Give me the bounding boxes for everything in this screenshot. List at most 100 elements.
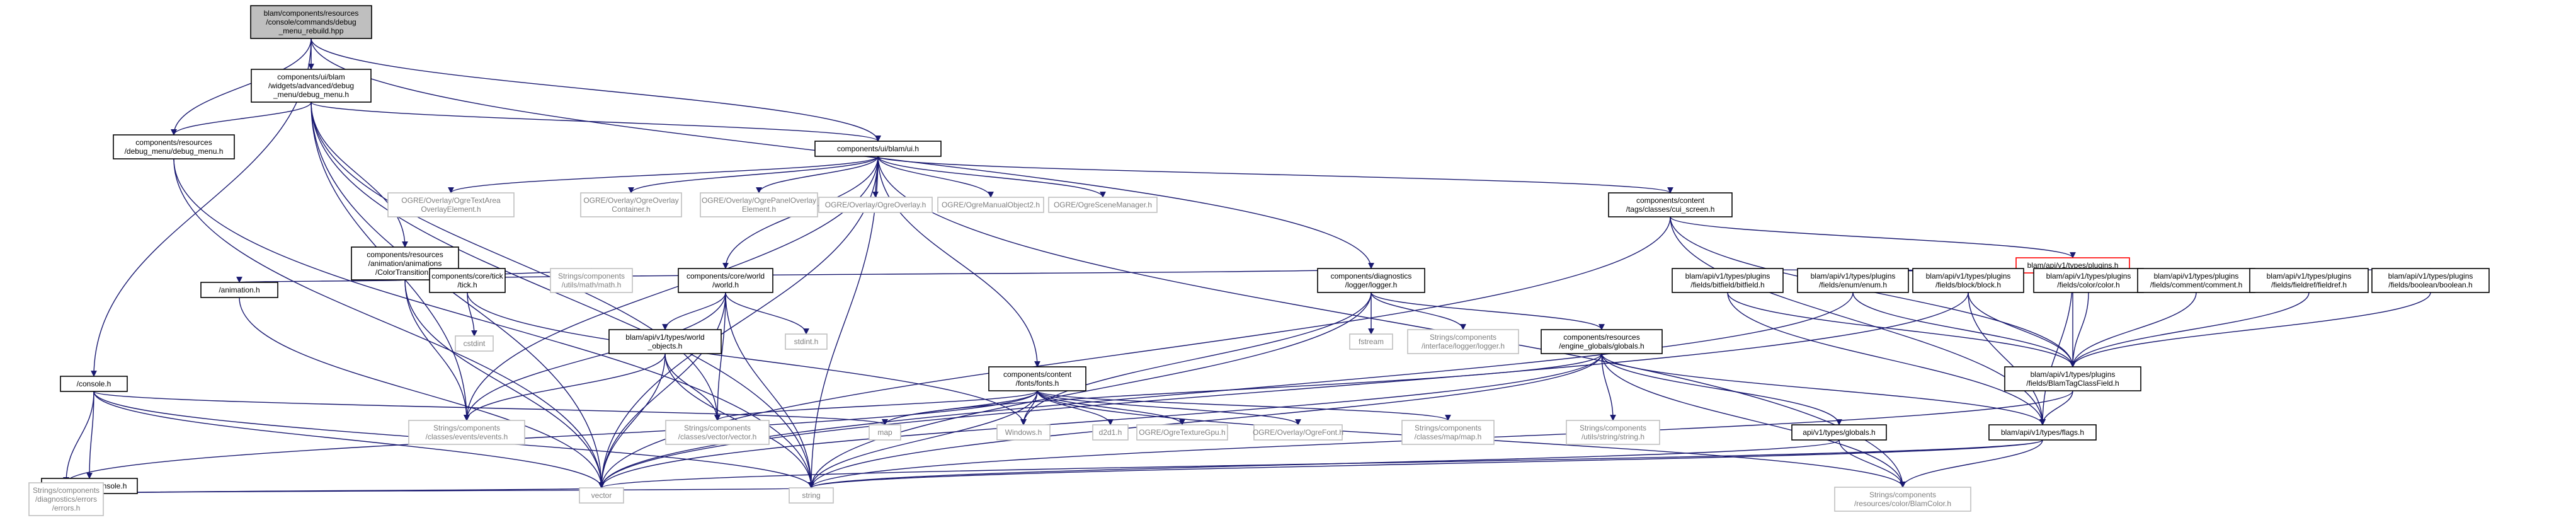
node-label-line: components/content bbox=[1003, 370, 1072, 379]
node-d2d1: d2d1.h bbox=[1092, 424, 1129, 441]
node-label-line: Strings/components bbox=[1869, 490, 1936, 499]
node-ilogger: Strings/components/interface/logger/logg… bbox=[1407, 329, 1519, 354]
node-comment[interactable]: blam/api/v1/types/plugins/fields/comment… bbox=[2137, 268, 2255, 293]
node-block[interactable]: blam/api/v1/types/plugins/fields/block/b… bbox=[1912, 268, 2024, 293]
node-ui[interactable]: components/ui/blam/ui.h bbox=[814, 141, 942, 157]
edge-color_transition-to-logger bbox=[404, 268, 1374, 280]
node-box bbox=[113, 134, 235, 159]
node-label-line: components/resources bbox=[1563, 333, 1639, 342]
edge-ui-to-ogre_scene bbox=[877, 156, 1106, 198]
edge-animation-to-vector bbox=[239, 297, 605, 488]
node-animation[interactable]: /animation.h bbox=[200, 282, 278, 298]
edge-bitfield-to-tagclassfield bbox=[1727, 292, 2076, 367]
node-box bbox=[1048, 197, 1158, 213]
node-box bbox=[251, 69, 372, 103]
node-label-line: OGRE/Overlay/OgrePanelOverlay bbox=[702, 196, 816, 205]
node-label-line: OGRE/Overlay/OgreOverlay bbox=[583, 196, 678, 205]
node-cui_screen[interactable]: components/content/tags/classes/cui_scre… bbox=[1608, 192, 1733, 217]
node-console[interactable]: /console.h bbox=[60, 376, 128, 392]
node-logger[interactable]: components/diagnostics/logger/logger.h bbox=[1317, 268, 1425, 293]
node-box bbox=[455, 335, 494, 352]
node-label-line: OGRE/OgreSceneManager.h bbox=[1054, 200, 1152, 209]
node-label-line: /diagnostics/errors bbox=[35, 495, 97, 504]
edge-color-to-tagclassfield bbox=[2070, 292, 2089, 367]
node-fieldref[interactable]: blam/api/v1/types/plugins/fields/fieldre… bbox=[2249, 268, 2369, 293]
edge-comment-to-tagclassfield bbox=[2070, 292, 2197, 367]
node-label-line: /classes/events/events.h bbox=[426, 432, 508, 441]
node-boolean[interactable]: blam/api/v1/types/plugins/fields/boolean… bbox=[2371, 268, 2490, 293]
node-label-line: /resources/color/BlamColor.h bbox=[1854, 499, 1951, 508]
node-root: blam/components/resources/console/comman… bbox=[250, 5, 372, 39]
node-label-line: api/v1/types/globals.h bbox=[1803, 428, 1875, 437]
node-box bbox=[665, 420, 770, 445]
node-tick[interactable]: components/core/tick/tick.h bbox=[429, 268, 506, 293]
node-box bbox=[1407, 329, 1519, 354]
edge-world-to-stdint bbox=[725, 292, 809, 335]
node-flags[interactable]: blam/api/v1/types/flags.h bbox=[1988, 424, 2097, 441]
node-label-line: Strings/components bbox=[558, 272, 625, 280]
node-label-line: blam/api/v1/types/plugins bbox=[2388, 272, 2473, 280]
node-world_objects[interactable]: blam/api/v1/types/world_objects.h bbox=[608, 329, 722, 354]
node-api_globals[interactable]: api/v1/types/globals.h bbox=[1791, 424, 1887, 441]
edge-console-to-api_console bbox=[86, 391, 94, 479]
node-label-line: vector bbox=[591, 491, 612, 500]
node-label-line: components/ui/blam/ui.h bbox=[837, 144, 919, 153]
edge-fonts-to-map bbox=[882, 390, 1038, 425]
node-label-line: Element.h bbox=[742, 205, 776, 214]
node-enum[interactable]: blam/api/v1/types/plugins/fields/enum/en… bbox=[1797, 268, 1909, 293]
node-label-line: OGRE/Overlay/OgreOverlay.h bbox=[825, 200, 926, 209]
node-box bbox=[1791, 424, 1887, 441]
node-ogre_overlay: OGRE/Overlay/OgreOverlay.h bbox=[818, 197, 933, 213]
edge-ui-to-ogre_overlaycontainer bbox=[628, 156, 879, 194]
node-box bbox=[579, 487, 624, 504]
edge-engine_globals-to-blamcolor bbox=[1601, 353, 1906, 488]
edge-debug_menu_widget-to-string bbox=[311, 101, 814, 488]
edge-tagclassfield-to-flags bbox=[2039, 390, 2073, 425]
node-label-line: Strings/components bbox=[1430, 333, 1496, 342]
node-label-line: _menu/debug_menu.h bbox=[273, 90, 349, 99]
node-label-line: OGRE/OgreManualObject2.h bbox=[942, 200, 1040, 209]
node-label-line: blam/components/resources bbox=[264, 9, 359, 18]
node-label-line: blam/api/v1/types/plugins bbox=[1811, 272, 1896, 280]
node-label-line: /fields/comment/comment.h bbox=[2150, 280, 2243, 289]
node-bitfield[interactable]: blam/api/v1/types/plugins/fields/bitfiel… bbox=[1672, 268, 1784, 293]
node-debug_menu_widget[interactable]: components/ui/blam/widgets/advanced/debu… bbox=[251, 69, 372, 103]
node-ogre_textarea: OGRE/Overlay/OgreTextAreaOverlayElement.… bbox=[387, 192, 515, 217]
node-color_transition[interactable]: components/resources/animation/animation… bbox=[351, 246, 459, 280]
node-label-line: /interface/logger/logger.h bbox=[1422, 342, 1505, 350]
node-world[interactable]: components/core/world/world.h bbox=[678, 268, 773, 293]
edge-fieldref-to-tagclassfield bbox=[2070, 292, 2310, 367]
node-label-line: /fields/BlamTagClassField.h bbox=[2026, 379, 2119, 388]
node-label-line: /utils/string/string.h bbox=[1582, 432, 1644, 441]
node-map: map bbox=[869, 424, 901, 441]
node-box bbox=[1608, 192, 1733, 217]
node-engine_globals[interactable]: components/resources/engine_globals/glob… bbox=[1541, 329, 1663, 354]
edge-fonts-to-vector_h bbox=[714, 390, 1038, 421]
node-color[interactable]: blam/api/v1/types/plugins/fields/color/c… bbox=[2033, 268, 2144, 293]
node-label-line: blam/api/v1/types/plugins bbox=[2046, 272, 2131, 280]
node-label-line: /tick.h bbox=[457, 280, 477, 289]
edge-console-to-vector bbox=[93, 391, 605, 488]
node-label-line: components/resources bbox=[135, 138, 212, 147]
node-label-line: /console.h bbox=[77, 379, 111, 388]
edge-world-to-events bbox=[464, 292, 726, 421]
node-events: Strings/components/classes/events/events… bbox=[408, 420, 525, 445]
node-label-line: OGRE/Overlay/OgreTextArea bbox=[401, 196, 501, 205]
node-ogre_font: OGRE/Overlay/OgreFont.h bbox=[1253, 424, 1343, 441]
edge-fonts-to-map_h bbox=[1037, 390, 1451, 421]
node-tagclassfield[interactable]: blam/api/v1/types/plugins/fields/BlamTag… bbox=[2004, 366, 2141, 391]
edge-logger-to-engine_globals bbox=[1371, 292, 1605, 330]
edge-ui-to-vector bbox=[598, 156, 879, 488]
node-fonts[interactable]: components/content/fonts/fonts.h bbox=[988, 366, 1086, 391]
node-debug_menu_res[interactable]: components/resources/debug_menu/debug_me… bbox=[113, 134, 235, 159]
node-label-line: /tags/classes/cui_screen.h bbox=[1626, 205, 1715, 214]
node-label-line: OverlayElement.h bbox=[421, 205, 481, 214]
node-label-line: /fields/fieldref/fieldref.h bbox=[2271, 280, 2347, 289]
node-vector_h: Strings/components/classes/vector/vector… bbox=[665, 420, 770, 445]
node-box bbox=[2371, 268, 2490, 293]
node-box bbox=[1834, 487, 1971, 512]
node-label-line: /logger/logger.h bbox=[1345, 280, 1398, 289]
node-label-line: blam/api/v1/types/plugins bbox=[1926, 272, 2011, 280]
node-label-line: OGRE/OgreTextureGpu.h bbox=[1139, 428, 1225, 437]
